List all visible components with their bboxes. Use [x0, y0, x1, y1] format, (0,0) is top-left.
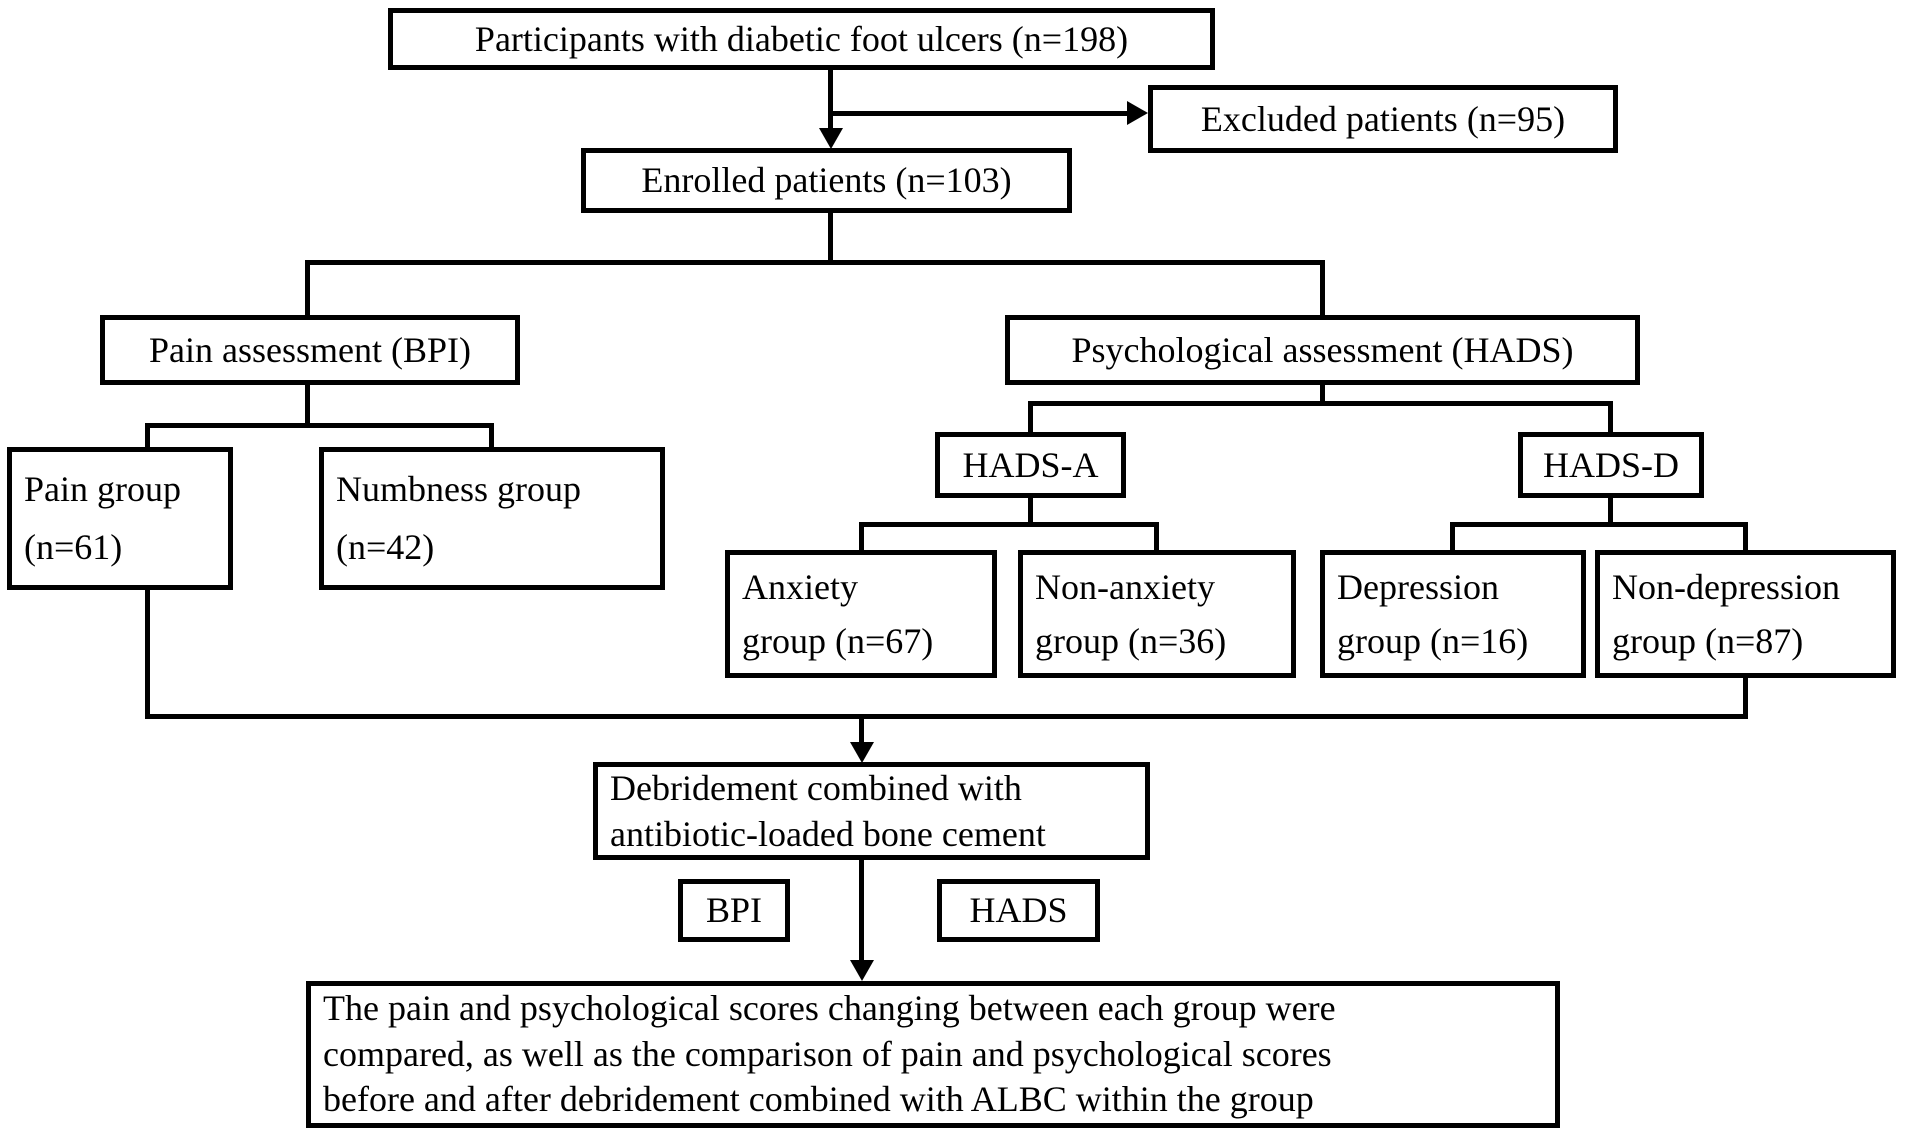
node-pain-assessment: Pain assessment (BPI)	[100, 315, 520, 385]
node-outcome: The pain and psychological scores changi…	[306, 981, 1560, 1128]
connector-drop-pain-group	[145, 423, 150, 447]
node-depression-group: Depression group (n=16)	[1320, 550, 1586, 678]
node-non-anxiety-group: Non-anxiety group (n=36)	[1018, 550, 1296, 678]
connector-debridement-outcome	[859, 860, 864, 962]
connector-drop-pain-assessment	[305, 260, 310, 315]
connector-to-excluded	[828, 111, 1128, 116]
connector-assessment-split	[305, 260, 1325, 265]
node-non-depression-group: Non-depression group (n=87)	[1595, 550, 1896, 678]
connector-anxiety-split	[859, 522, 1159, 527]
connector-merge-stub	[859, 714, 864, 744]
node-pain-group: Pain group (n=61)	[7, 447, 233, 590]
arrow-down-icon	[850, 960, 874, 981]
connector-depression-split	[1450, 522, 1748, 527]
connector-drop-depression	[1450, 522, 1455, 550]
node-hads-d: HADS-D	[1518, 432, 1704, 498]
node-numbness-group: Numbness group (n=42)	[319, 447, 665, 590]
connector-non-depression-down	[1743, 678, 1748, 719]
node-hads: HADS	[937, 879, 1100, 942]
node-participants: Participants with diabetic foot ulcers (…	[388, 8, 1215, 70]
node-psych-assessment: Psychological assessment (HADS)	[1005, 315, 1640, 385]
connector-drop-psych-assessment	[1320, 260, 1325, 315]
connector-hads-split	[1028, 401, 1613, 406]
connector-drop-hads-a	[1028, 401, 1033, 432]
connector-pain-split	[145, 423, 494, 428]
node-debridement: Debridement combined with antibiotic-loa…	[593, 762, 1150, 860]
node-enrolled: Enrolled patients (n=103)	[581, 148, 1072, 213]
connector-drop-hads-d	[1608, 401, 1613, 432]
arrow-down-icon	[850, 742, 874, 763]
node-hads-a: HADS-A	[935, 432, 1126, 498]
connector-participants-enrolled	[828, 68, 833, 130]
connector-pain-group-down	[145, 590, 150, 719]
arrow-down-icon	[819, 128, 843, 149]
node-excluded: Excluded patients (n=95)	[1148, 85, 1618, 153]
connector-hads-d-stub	[1608, 498, 1613, 527]
connector-drop-numbness-group	[489, 423, 494, 447]
connector-merge-line	[145, 714, 1748, 719]
connector-pain-stub	[305, 385, 310, 428]
connector-psych-stub	[1320, 385, 1325, 406]
connector-drop-non-anxiety	[1154, 522, 1159, 550]
arrow-right-icon	[1127, 101, 1148, 125]
node-bpi: BPI	[678, 879, 790, 942]
connector-drop-anxiety	[859, 522, 864, 550]
connector-drop-non-depression	[1743, 522, 1748, 550]
connector-hads-a-stub	[1028, 498, 1033, 527]
connector-enrolled-stub	[828, 213, 833, 265]
node-anxiety-group: Anxiety group (n=67)	[725, 550, 997, 678]
